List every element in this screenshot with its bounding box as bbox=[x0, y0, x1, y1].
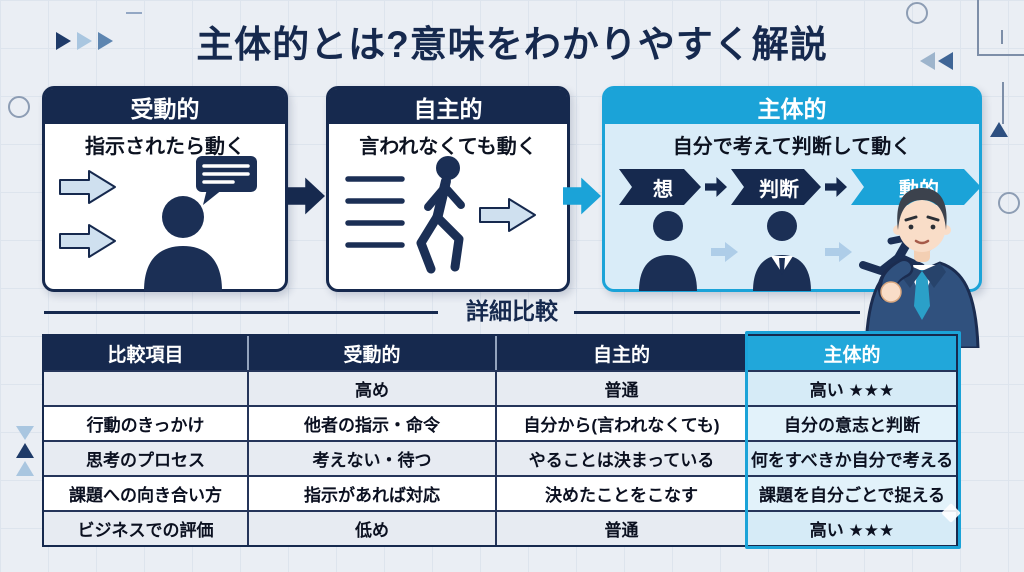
table-cell: ビジネスでの評価 bbox=[44, 510, 249, 545]
table-cell: 行動のきっかけ bbox=[44, 405, 249, 440]
circle-outline-decoration bbox=[8, 96, 30, 118]
table-cell: 決めたことをこなす bbox=[497, 475, 748, 510]
table-row: ビジネスでの評価 低め 普通 高い ★★★ bbox=[44, 510, 956, 545]
table-cell: 普通 bbox=[497, 370, 748, 405]
table-cell: 普通 bbox=[497, 510, 748, 545]
tick-line-decoration bbox=[1001, 30, 1003, 44]
step-arrow-icon bbox=[825, 177, 847, 197]
table-cell: 高い ★★★ bbox=[748, 370, 956, 405]
double-left-arrows-decoration bbox=[920, 52, 953, 70]
table-header-row: 比較項目 受動的 自主的 主体的 bbox=[44, 336, 956, 370]
flow-box-passive: 受動的 指示されたら動く bbox=[42, 86, 288, 292]
instruction-arrow-icon bbox=[59, 224, 116, 258]
dash-decoration bbox=[126, 12, 142, 14]
right-triangle-icon bbox=[98, 32, 113, 50]
table-row: 課題への向き合い方 指示があれば対応 決めたことをこなす 課題を自分ごとで捉える bbox=[44, 475, 956, 510]
speed-lines-icon bbox=[345, 176, 405, 248]
table-cell: 自分の意志と判断 bbox=[748, 405, 956, 440]
table-cell: 他者の指示・命令 bbox=[249, 405, 497, 440]
circle-outline-decoration bbox=[906, 2, 928, 24]
left-triangle-icon bbox=[920, 52, 935, 70]
small-arrow-icon bbox=[711, 242, 738, 262]
table-cell: 課題への向き合い方 bbox=[44, 475, 249, 510]
right-triangle-icon bbox=[77, 32, 92, 50]
table-cell: 指示があれば対応 bbox=[249, 475, 497, 510]
person-icon bbox=[639, 211, 697, 291]
down-triangle-icon bbox=[16, 426, 34, 440]
table-header-cell: 自主的 bbox=[497, 336, 748, 370]
table-cell: 高い ★★★ bbox=[748, 510, 956, 545]
person-icon bbox=[144, 196, 222, 291]
flow-box-voluntary: 自主的 言われなくても動く bbox=[326, 86, 570, 292]
up-triangle-icon bbox=[16, 461, 34, 476]
table-cell bbox=[44, 370, 249, 405]
table-row: 高め 普通 高い ★★★ bbox=[44, 370, 956, 405]
table-header-cell: 受動的 bbox=[249, 336, 497, 370]
businessman-illustration bbox=[864, 188, 980, 348]
instruction-arrow-icon bbox=[479, 198, 536, 232]
step-chevron: 想 bbox=[619, 169, 701, 205]
up-triangle-icon bbox=[990, 122, 1008, 137]
table-cell: 何をすべきか自分で考える bbox=[748, 440, 956, 475]
flow-box-voluntary-desc: 言われなくても動く bbox=[359, 136, 537, 158]
divider-line bbox=[44, 311, 438, 314]
small-arrow-icon bbox=[825, 242, 852, 262]
divider-line bbox=[574, 311, 860, 314]
table-cell: 低め bbox=[249, 510, 497, 545]
triangle-stack-decoration bbox=[16, 426, 34, 476]
triple-right-arrows-decoration bbox=[56, 32, 113, 50]
flow-box-passive-desc: 指示されたら動く bbox=[85, 136, 245, 158]
table-cell: 思考のプロセス bbox=[44, 440, 249, 475]
flow-box-passive-header: 受動的 bbox=[45, 89, 285, 124]
comparison-table: 比較項目 受動的 自主的 主体的 高め 普通 高い ★★★ 行動のきっかけ 他者… bbox=[42, 334, 958, 547]
table-cell: 自分から(言われなくても) bbox=[497, 405, 748, 440]
right-triangle-icon bbox=[56, 32, 71, 50]
flow-box-voluntary-header: 自主的 bbox=[329, 89, 567, 124]
table-cell: 高め bbox=[249, 370, 497, 405]
table-row: 行動のきっかけ 他者の指示・命令 自分から(言われなくても) 自分の意志と判断 bbox=[44, 405, 956, 440]
divider-label: 詳細比較 bbox=[466, 298, 558, 324]
vertical-line-decoration bbox=[1002, 82, 1004, 124]
page-title: 主体的とは?意味をわかりやすく解説 bbox=[196, 24, 828, 65]
person-tie-icon bbox=[753, 211, 811, 291]
flow-arrow-icon bbox=[287, 177, 325, 215]
walking-person-icon bbox=[416, 156, 465, 274]
table-row: 思考のプロセス 考えない・待つ やることは決まっている 何をすべきか自分で考える bbox=[44, 440, 956, 475]
circle-outline-decoration bbox=[998, 192, 1020, 214]
step-arrow-icon bbox=[705, 177, 727, 197]
flow-box-proactive-desc: 自分で考えて判断して動く bbox=[672, 136, 912, 158]
speech-bubble-icon bbox=[196, 156, 257, 205]
corner-lines-decoration bbox=[977, 0, 1024, 56]
flow-box-proactive-header: 主体的 bbox=[605, 89, 979, 124]
up-triangle-icon bbox=[16, 443, 34, 458]
table-cell: 課題を自分ごとで捉える bbox=[748, 475, 956, 510]
table-cell: やることは決まっている bbox=[497, 440, 748, 475]
table-header-cell: 主体的 bbox=[748, 336, 956, 370]
table-cell: 考えない・待つ bbox=[249, 440, 497, 475]
left-triangle-icon bbox=[938, 52, 953, 70]
instruction-arrow-icon bbox=[59, 170, 116, 204]
step-chevron: 判断 bbox=[731, 169, 821, 205]
table-header-cell: 比較項目 bbox=[44, 336, 249, 370]
